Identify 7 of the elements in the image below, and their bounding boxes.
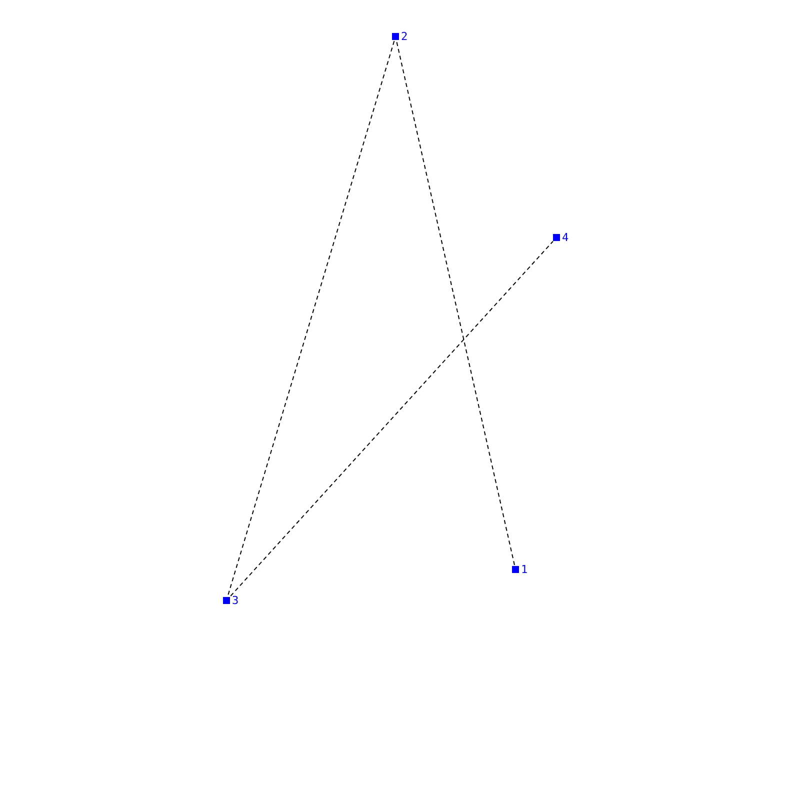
point-label: 2 — [401, 32, 408, 41]
point-label: 1 — [521, 565, 528, 574]
point-label: 3 — [232, 596, 239, 605]
point-label: 4 — [562, 233, 569, 242]
dashed-line — [227, 40, 395, 596]
dashed-line — [396, 40, 515, 566]
dashed-line — [230, 240, 554, 596]
